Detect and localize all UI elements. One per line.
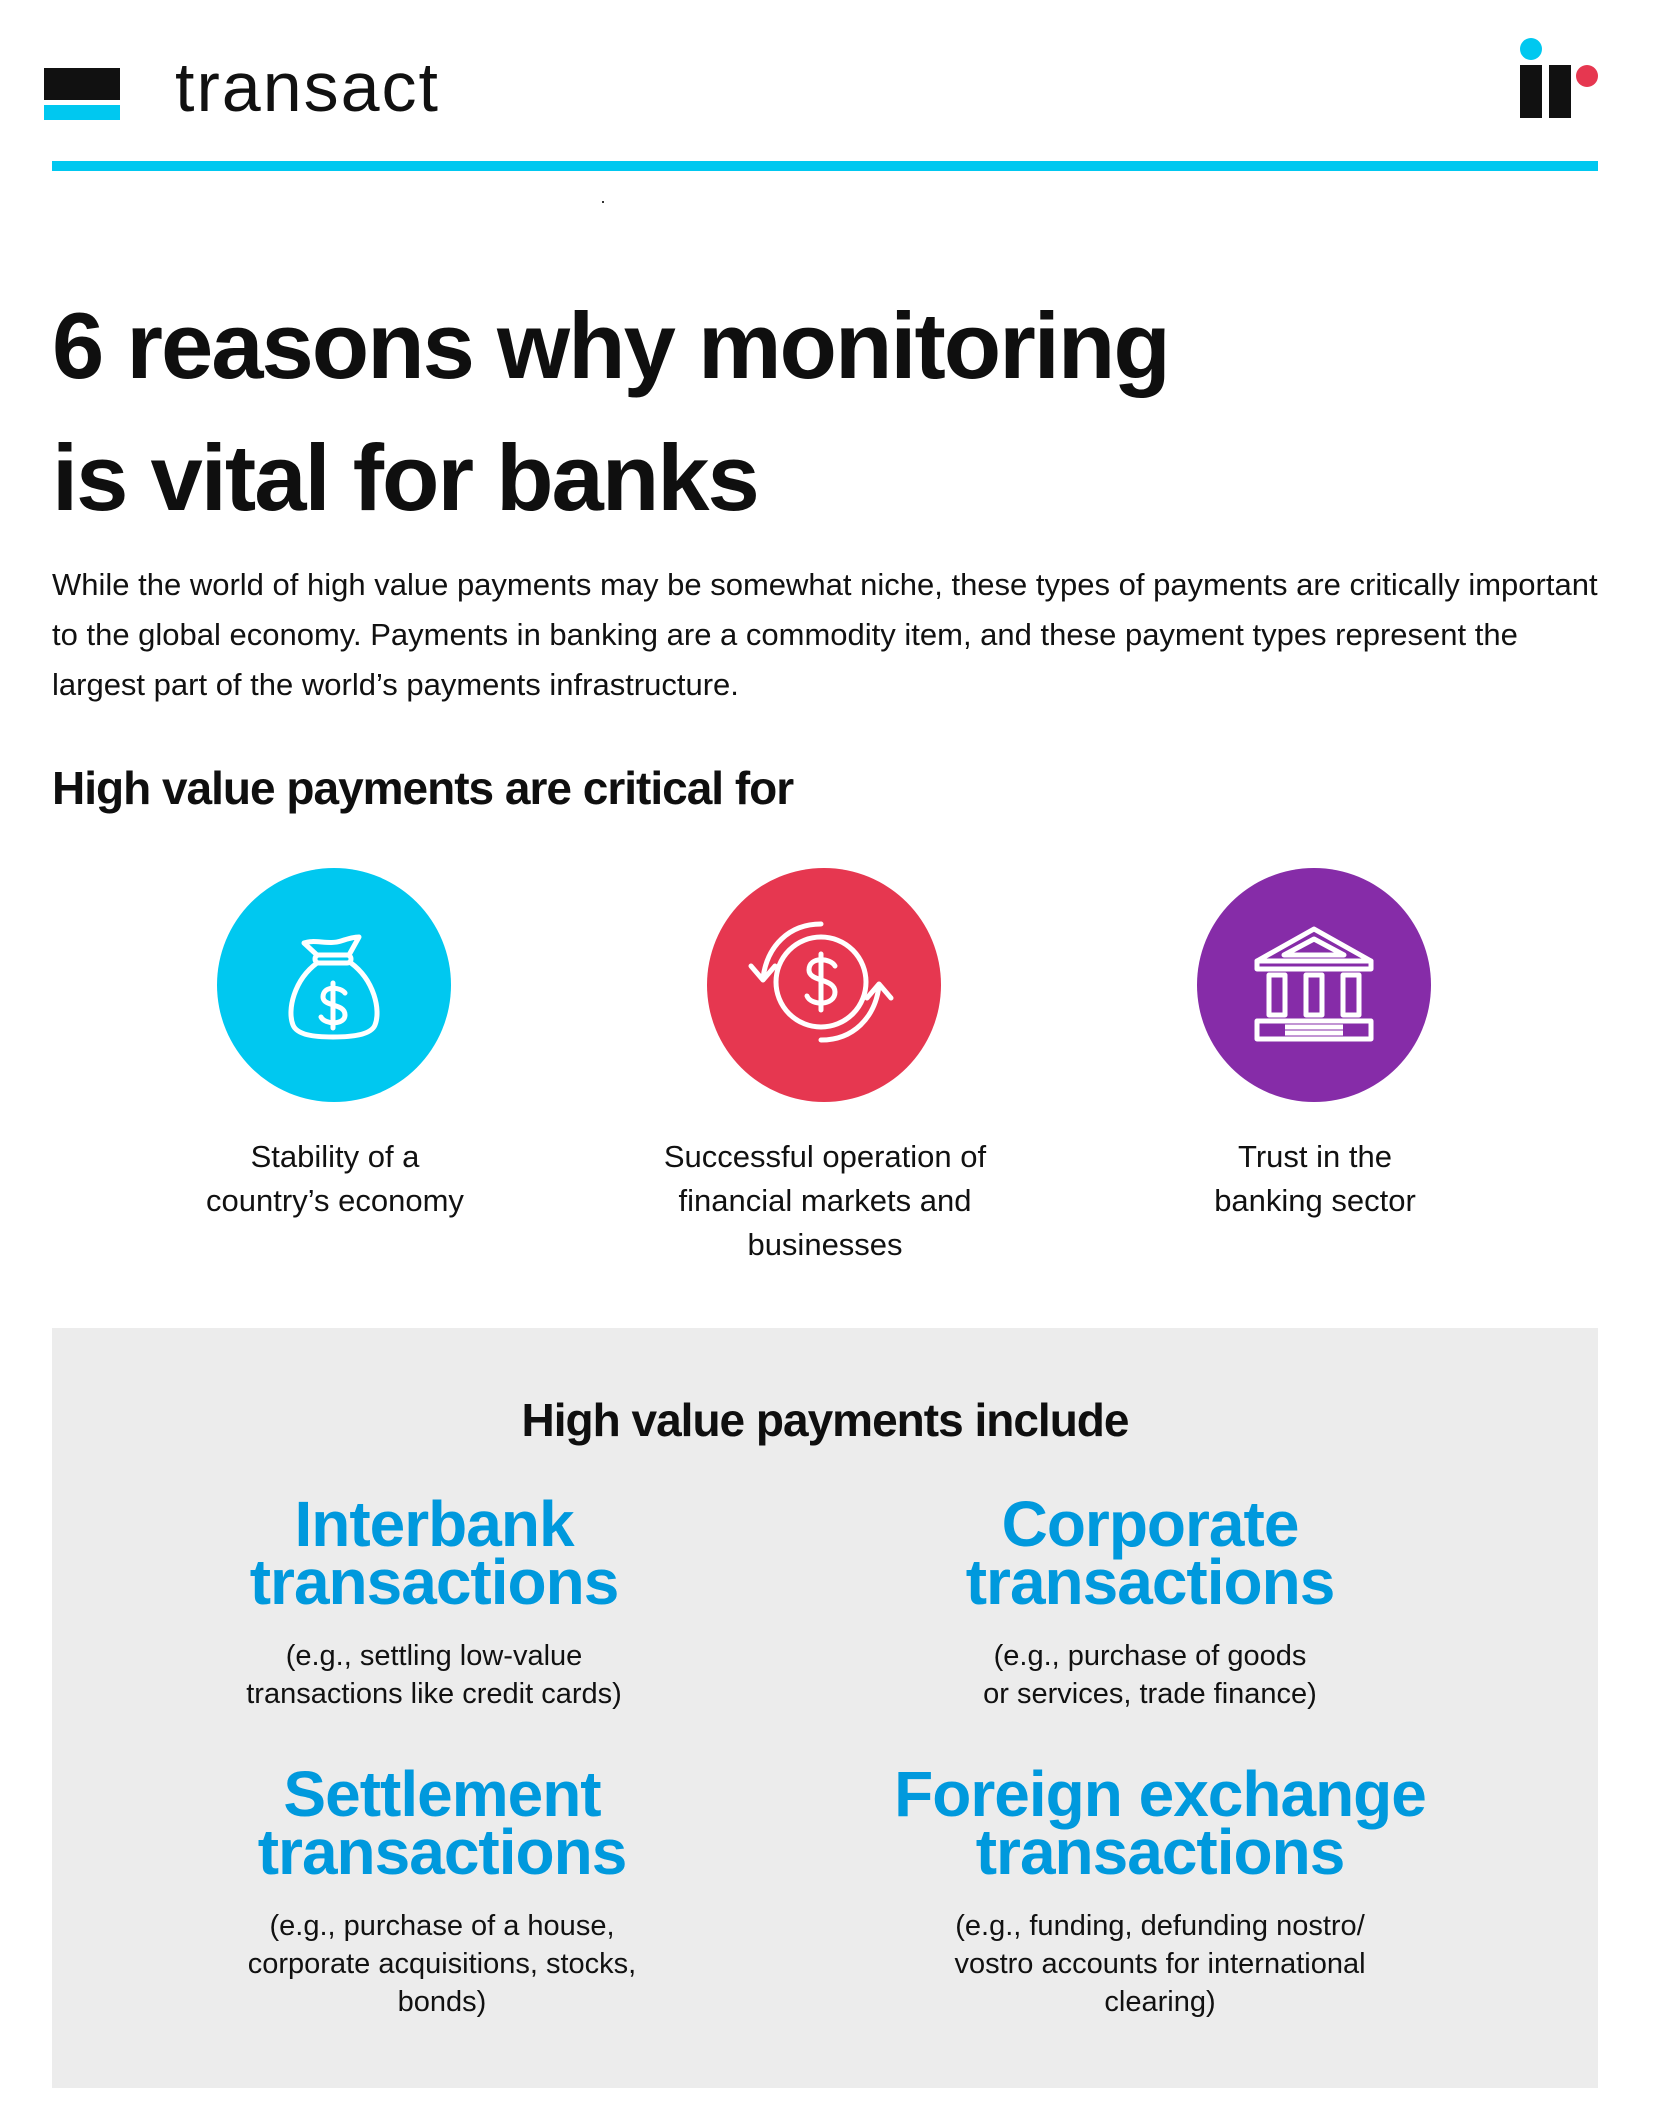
includes-panel <box>52 1328 1598 2088</box>
title-line-1: 6 reasons why monitoring <box>52 293 1171 398</box>
includes-heading: High value payments include <box>521 1394 1130 1446</box>
brand-name: transact <box>175 48 440 126</box>
speck <box>602 201 604 203</box>
page-title: 6 reasons why monitoring is vital for ba… <box>52 280 1552 544</box>
intro-paragraph: While the world of high value payments m… <box>52 567 1598 702</box>
currency-exchange-icon <box>707 868 941 1102</box>
bank-building-icon <box>1197 868 1431 1102</box>
transact-logo-mark-cyan <box>44 105 120 120</box>
ir-logo-icon <box>1520 36 1610 122</box>
transact-logo-mark-black <box>44 68 120 100</box>
critical-heading: High value payments are critical for <box>52 762 794 814</box>
money-bag-icon <box>217 868 451 1102</box>
header-divider <box>52 161 1598 171</box>
title-line-2: is vital for banks <box>52 425 760 530</box>
